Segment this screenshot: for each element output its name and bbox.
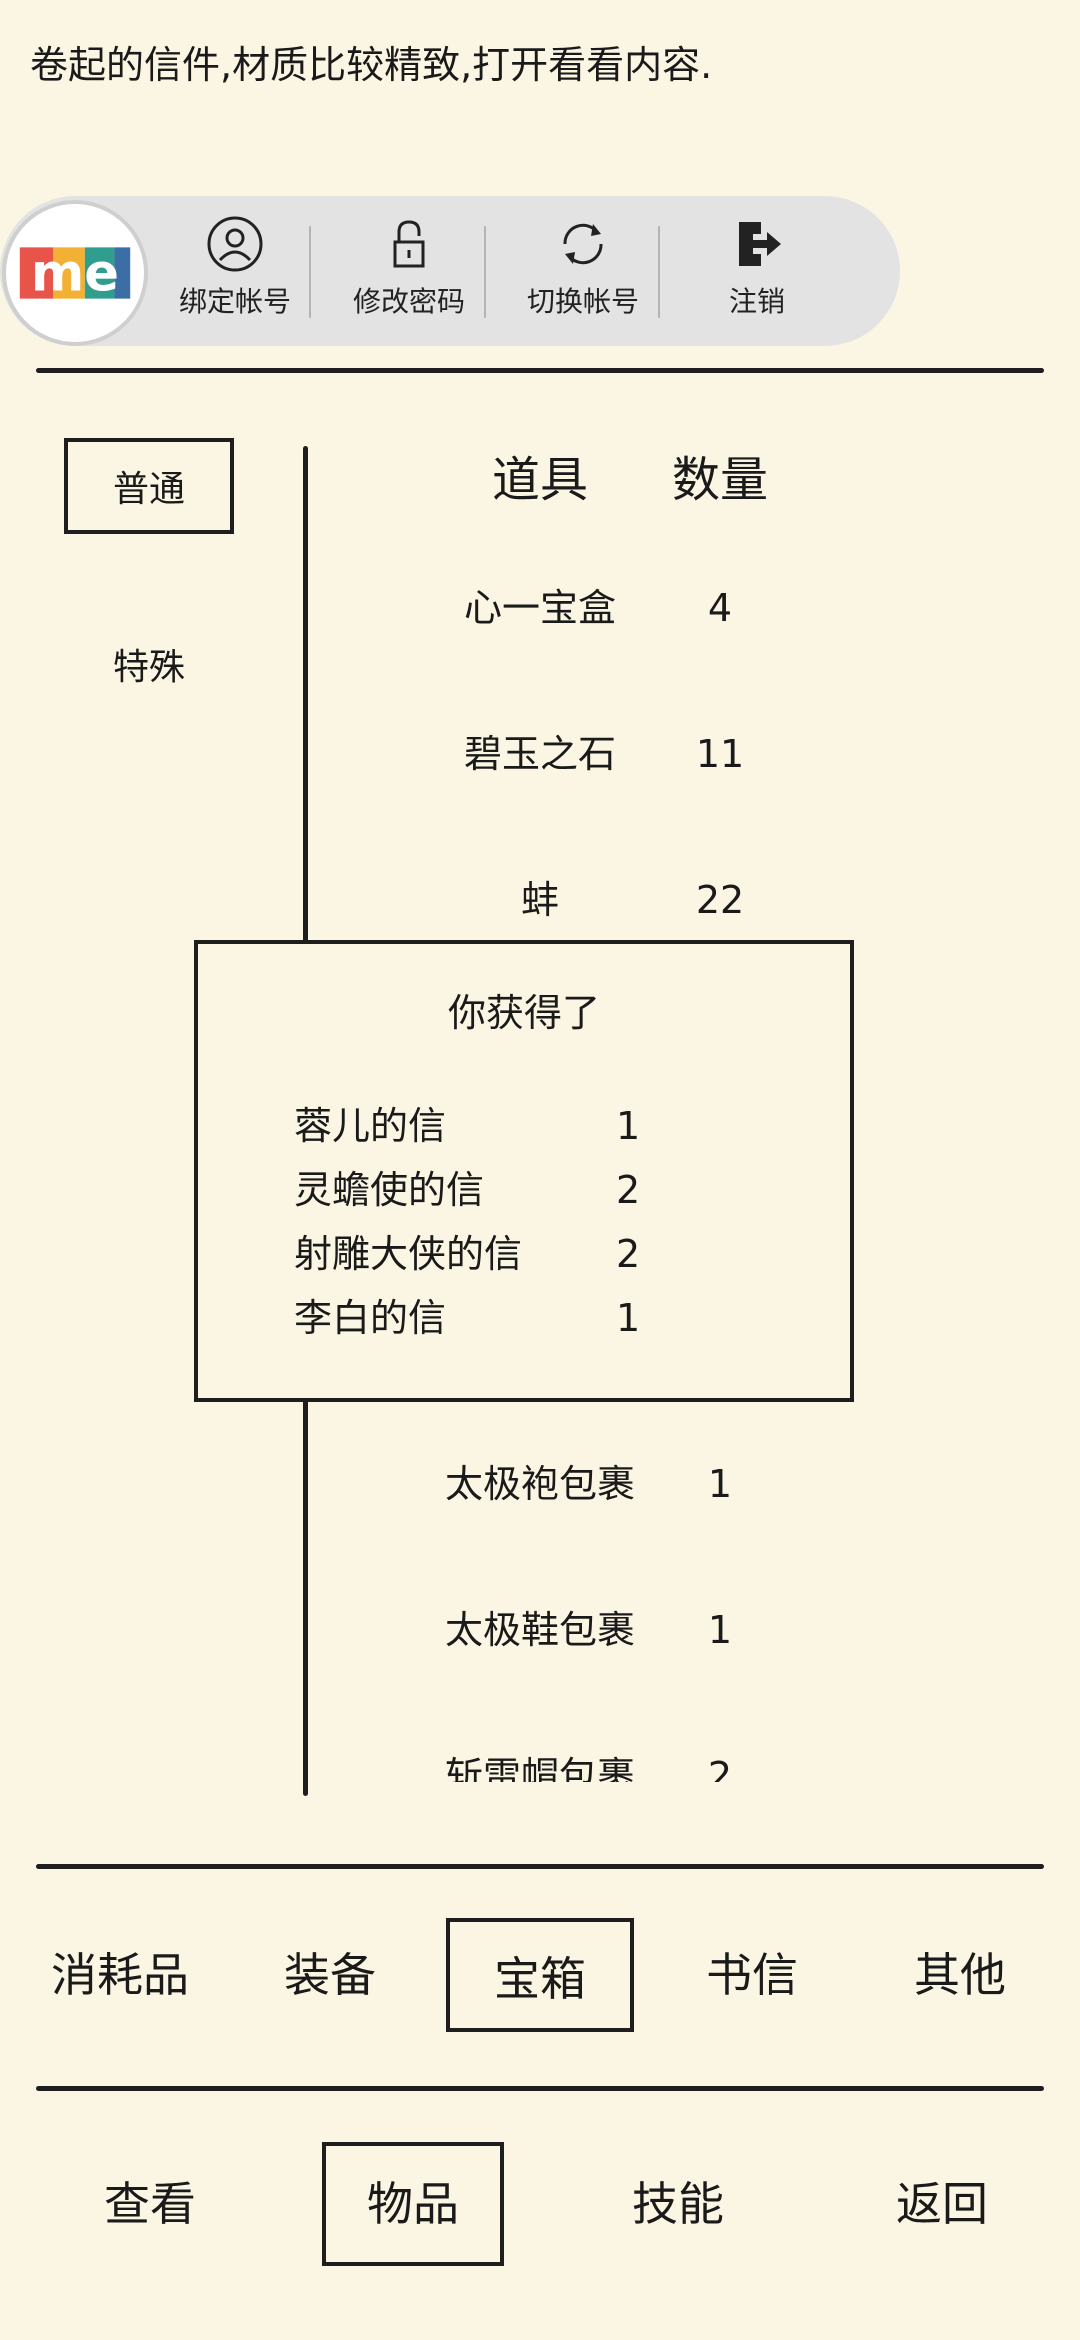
switch-account-label: 切换帐号 bbox=[526, 285, 639, 318]
item-description: 卷起的信件,材质比较精致,打开看看内容. bbox=[30, 43, 713, 87]
item-qty: 1 bbox=[707, 1608, 733, 1652]
column-header-name: 道具 bbox=[491, 452, 588, 508]
table-row[interactable]: 蚌 22 bbox=[330, 870, 930, 930]
toolbar-divider bbox=[658, 226, 660, 318]
bind-account-button[interactable]: 绑定帐号 bbox=[150, 210, 320, 330]
reward-item: 灵蟾使的信 2 bbox=[294, 1160, 764, 1220]
table-row[interactable]: 碧玉之石 11 bbox=[330, 724, 930, 784]
divider-line bbox=[36, 368, 1044, 373]
tab-treasure-chest[interactable]: 宝箱 bbox=[446, 1918, 634, 2032]
me-logo-icon: me bbox=[19, 244, 131, 304]
item-name: 斩雷帽包裹 bbox=[444, 1754, 635, 1782]
tab-back[interactable]: 返回 bbox=[852, 2146, 1032, 2262]
category-normal-label: 普通 bbox=[112, 469, 185, 510]
tab-view[interactable]: 查看 bbox=[60, 2146, 240, 2262]
app-logo[interactable]: me bbox=[2, 200, 148, 346]
tab-items-label: 物品 bbox=[367, 2177, 459, 2231]
category-normal[interactable]: 普通 bbox=[64, 438, 234, 534]
reward-item: 蓉儿的信 1 bbox=[294, 1096, 764, 1156]
reward-item: 李白的信 1 bbox=[294, 1288, 764, 1348]
tab-consumables-label: 消耗品 bbox=[51, 1948, 189, 2002]
reward-item-name: 射雕大侠的信 bbox=[294, 1232, 523, 1276]
reward-item-name: 李白的信 bbox=[294, 1296, 447, 1340]
reward-popup[interactable]: 你获得了 蓉儿的信 1 灵蟾使的信 2 射雕大侠的信 2 李白的信 1 bbox=[194, 940, 854, 1402]
logo-text: me bbox=[31, 244, 119, 304]
tab-letters[interactable]: 书信 bbox=[662, 1918, 842, 2032]
tab-other[interactable]: 其他 bbox=[870, 1918, 1050, 2032]
logout-button[interactable]: 注销 bbox=[672, 210, 842, 330]
tab-consumables[interactable]: 消耗品 bbox=[30, 1918, 210, 2032]
reward-item: 射雕大侠的信 2 bbox=[294, 1224, 764, 1284]
tab-other-label: 其他 bbox=[914, 1948, 1006, 2002]
tab-skills-label: 技能 bbox=[632, 2177, 724, 2231]
item-list[interactable]: 道具 数量 心一宝盒 4 碧玉之石 11 蚌 22 太极袍包裹 1 太极鞋包裹 … bbox=[330, 420, 930, 1782]
item-name: 碧玉之石 bbox=[463, 732, 616, 776]
item-name: 心一宝盒 bbox=[463, 586, 616, 630]
reward-item-qty: 2 bbox=[616, 1232, 641, 1276]
logout-icon bbox=[739, 222, 781, 266]
reward-item-qty: 1 bbox=[616, 1104, 641, 1148]
category-special-label: 特殊 bbox=[112, 647, 185, 688]
toolbar-divider bbox=[484, 226, 486, 318]
table-row[interactable]: 斩雷帽包裹 2 bbox=[330, 1746, 930, 1782]
reward-item-name: 灵蟾使的信 bbox=[294, 1168, 485, 1212]
reward-item-qty: 1 bbox=[616, 1296, 641, 1340]
refresh-icon bbox=[563, 223, 603, 265]
tab-letters-label: 书信 bbox=[706, 1948, 798, 2002]
account-toolbar bbox=[0, 196, 900, 346]
item-qty: 4 bbox=[707, 586, 733, 630]
column-header-qty: 数量 bbox=[671, 452, 768, 508]
change-password-button[interactable]: 修改密码 bbox=[324, 210, 494, 330]
item-qty: 11 bbox=[695, 732, 745, 776]
item-qty: 22 bbox=[695, 878, 745, 922]
reward-item-name: 蓉儿的信 bbox=[294, 1104, 447, 1148]
tab-equipment-label: 装备 bbox=[284, 1948, 376, 2002]
table-row[interactable]: 心一宝盒 4 bbox=[330, 578, 930, 638]
toolbar-divider bbox=[309, 226, 311, 318]
item-qty: 1 bbox=[707, 1462, 733, 1506]
reward-item-qty: 2 bbox=[616, 1168, 641, 1212]
tab-treasure-chest-label: 宝箱 bbox=[494, 1952, 586, 2006]
tab-view-label: 查看 bbox=[104, 2177, 196, 2231]
item-name: 太极鞋包裹 bbox=[444, 1608, 635, 1652]
item-qty: 2 bbox=[707, 1754, 733, 1782]
popup-title: 你获得了 bbox=[447, 991, 600, 1035]
table-row[interactable]: 太极袍包裹 1 bbox=[330, 1454, 930, 1514]
tab-back-label: 返回 bbox=[896, 2177, 988, 2231]
tab-items[interactable]: 物品 bbox=[322, 2142, 504, 2266]
divider-line bbox=[36, 2086, 1044, 2091]
lock-icon bbox=[393, 220, 425, 268]
bind-account-label: 绑定帐号 bbox=[178, 285, 291, 318]
item-name: 太极袍包裹 bbox=[444, 1462, 635, 1506]
switch-account-button[interactable]: 切换帐号 bbox=[498, 210, 668, 330]
tab-equipment[interactable]: 装备 bbox=[240, 1918, 420, 2032]
table-row[interactable]: 太极鞋包裹 1 bbox=[330, 1600, 930, 1660]
divider-line bbox=[36, 1864, 1044, 1869]
user-icon bbox=[207, 216, 263, 272]
tab-skills[interactable]: 技能 bbox=[588, 2146, 768, 2262]
change-password-label: 修改密码 bbox=[352, 285, 465, 318]
item-name: 蚌 bbox=[520, 878, 559, 922]
category-special[interactable]: 特殊 bbox=[64, 620, 234, 716]
logout-label: 注销 bbox=[728, 285, 785, 318]
